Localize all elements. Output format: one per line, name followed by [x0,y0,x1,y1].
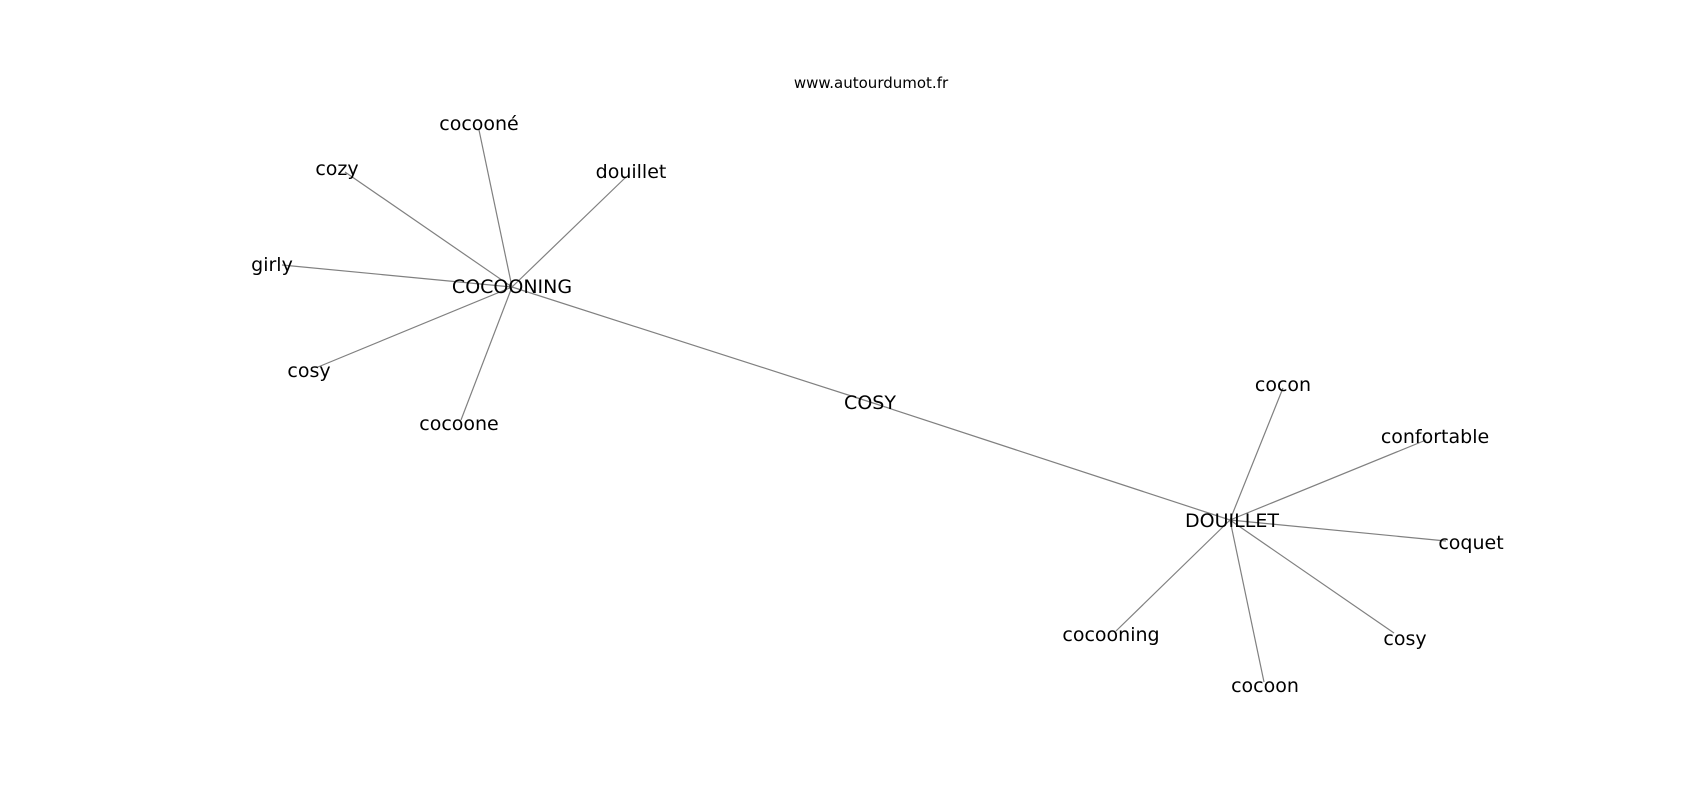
edge-center-hub-0 [511,286,871,403]
leaf-node-label: cozy [315,158,358,180]
leaf-node-label: cosy [1383,628,1426,650]
edge-hub-0-leaf-5 [460,286,513,421]
leaf-node-label: cocoon [1231,675,1299,697]
leaf-node-label: cocooné [439,113,519,135]
edge-hub-1-leaf-2 [1229,519,1447,542]
edge-hub-1-leaf-3 [1229,519,1395,634]
leaf-node-label: cosy [287,360,330,382]
hub-node-label: DOUILLET [1185,510,1279,532]
edge-hub-0-leaf-2 [511,176,627,288]
leaf-node-label: confortable [1381,426,1489,448]
leaf-node-label: coquet [1438,532,1503,554]
leaf-node-label: douillet [596,161,667,183]
edge-hub-0-leaf-4 [317,286,513,368]
edge-hub-1-leaf-0 [1229,387,1284,521]
edge-hub-0-leaf-1 [344,171,513,288]
graph-edges [281,129,1447,683]
center-node-label: COSY [844,392,896,414]
hub-node-label: COCOONING [452,276,572,298]
edge-hub-0-leaf-0 [478,129,513,288]
leaf-node-label: cocon [1255,374,1311,396]
leaf-node-label: cocooning [1062,624,1159,646]
site-watermark: www.autourdumot.fr [794,74,949,92]
leaf-node-label: cocoone [419,413,499,435]
leaf-node-label: girly [251,254,293,276]
edge-hub-1-leaf-4 [1229,519,1265,683]
edge-hub-0-leaf-3 [281,264,513,288]
edge-hub-1-leaf-5 [1115,519,1231,632]
edge-hub-1-leaf-1 [1229,439,1427,521]
edge-center-hub-1 [869,401,1231,521]
